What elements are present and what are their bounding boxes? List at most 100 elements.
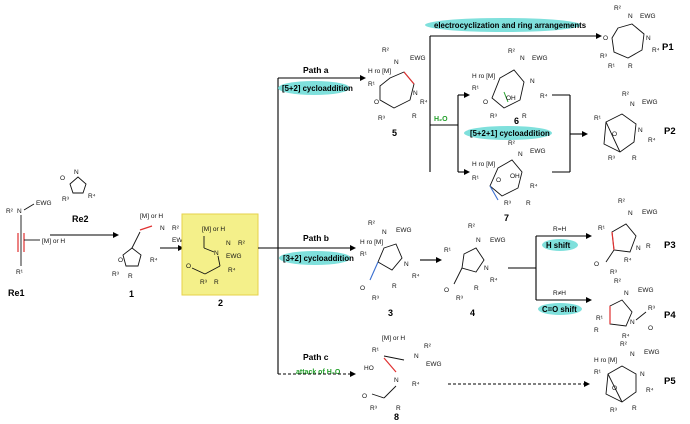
- path-b: Path b [3+2] cycloaddition: [278, 233, 356, 265]
- p4-r3: R³: [648, 305, 656, 312]
- c4-r1: R¹: [444, 247, 452, 254]
- p4-r4: R⁴: [622, 333, 630, 340]
- p1-n: N: [628, 13, 633, 20]
- c4-label: 4: [470, 308, 475, 318]
- reactant-re1: R² N EWG [M] or H R¹ Re1: [6, 200, 65, 298]
- c1-r3: R³: [112, 271, 120, 278]
- p5-ewg: EWG: [644, 349, 660, 356]
- c3-hrom: H ro [M]: [360, 239, 383, 246]
- c8-n2: N: [394, 377, 399, 384]
- p1-n2: N: [646, 35, 651, 42]
- p5-r2: R²: [620, 341, 628, 348]
- p1-r: R: [628, 63, 633, 70]
- p2-r1: R¹: [594, 115, 602, 122]
- p3-r1: R¹: [598, 225, 606, 232]
- p1-r1: R¹: [608, 63, 616, 70]
- c8-r4: R⁴: [412, 381, 420, 388]
- c3-r1: R¹: [360, 251, 368, 258]
- p1-r3: R³: [600, 53, 608, 60]
- c6-label: 6: [514, 116, 519, 126]
- electro-pill-bg: [425, 18, 581, 32]
- re1-ewg: EWG: [36, 200, 52, 207]
- p3-n2: N: [636, 245, 641, 252]
- c1-label: 1: [129, 289, 134, 299]
- c4-n: N: [476, 237, 481, 244]
- re2-o: O: [60, 175, 65, 182]
- c6-hrom: H ro [M]: [472, 73, 495, 80]
- c7-hrom: H ro [M]: [472, 161, 495, 168]
- c7-oh: OH: [510, 173, 520, 180]
- p4-label: P4: [664, 310, 676, 321]
- c7-n: N: [518, 151, 523, 158]
- c2-n2: N: [214, 250, 219, 257]
- c8-r2: R²: [424, 343, 432, 350]
- co-shift-pill: C=O shift: [542, 305, 577, 314]
- re1-r2: R²: [6, 208, 14, 215]
- c1-r: R: [128, 273, 133, 280]
- c2-o: O: [186, 263, 191, 270]
- c7-label: 7: [504, 213, 509, 223]
- p2-label: P2: [664, 126, 676, 137]
- path-a: Path a [5+2] cycloaddition: [278, 65, 366, 95]
- c5-r3: R³: [378, 115, 386, 122]
- path-c-green: attack of H₂O: [296, 369, 341, 376]
- p3-n: N: [628, 210, 633, 217]
- re1-label: Re1: [8, 288, 25, 298]
- p4-r1: R¹: [596, 315, 604, 322]
- path-c-label: Path c: [303, 352, 329, 362]
- c2-r: R: [214, 279, 219, 286]
- p1-r2: R²: [614, 5, 622, 12]
- p1-r4: R⁴: [652, 47, 660, 54]
- p3-r: R: [646, 243, 651, 250]
- c4-r3: R³: [456, 295, 464, 302]
- c8-r1: R¹: [372, 347, 380, 354]
- c7-r4: R⁴: [530, 183, 538, 190]
- c2-r3: R³: [200, 279, 208, 286]
- h-shift-pill-bg: [542, 239, 578, 251]
- c1-n: N: [160, 225, 165, 232]
- c6-r4: R⁴: [540, 93, 548, 100]
- c6-o: O: [483, 99, 488, 106]
- c3-label: 3: [388, 308, 393, 318]
- p3-label: P3: [664, 240, 676, 251]
- product-p2: R² N EWG R¹ O N R⁴ R³ R P2: [594, 91, 676, 162]
- p5-label: P5: [664, 376, 676, 387]
- c8-label: 8: [394, 412, 399, 422]
- p5-n2: N: [640, 371, 645, 378]
- c6-ewg: EWG: [532, 55, 548, 62]
- p3-r4: R⁴: [624, 257, 632, 264]
- re1-metal: [M] or H: [42, 238, 65, 245]
- reactant-re2: O N R³ R⁴ Re2: [60, 169, 96, 224]
- p5-r3: R³: [610, 407, 618, 414]
- c4-o: O: [444, 287, 449, 294]
- re1-n: N: [17, 208, 22, 215]
- p3-r3: R³: [610, 269, 618, 276]
- cyclo521-pill: [5+2+1] cycloaddition: [470, 129, 550, 138]
- p5-hm: H ro [M]: [594, 357, 617, 364]
- h-shift-pill: H shift: [546, 241, 571, 250]
- product-p3: R² N EWG N R R¹ R⁴ O R³ P3: [594, 198, 676, 276]
- p4-r: R: [594, 327, 599, 334]
- c8-ho: HO: [364, 365, 374, 372]
- p2-ewg: EWG: [642, 99, 658, 106]
- product-p5: R² N EWG H ro [M] R¹ O N R⁴ R³ R P5: [594, 341, 676, 414]
- c6-r: R: [522, 113, 527, 120]
- compound-6: R² N EWG H ro [M] R¹ N O OH R⁴ R³ R 6: [472, 48, 548, 126]
- p5-o: O: [612, 385, 617, 392]
- c6-r3: R³: [490, 113, 498, 120]
- path-a-pill-bg: [278, 81, 350, 95]
- c4-r: R: [474, 285, 479, 292]
- c5-r: R: [412, 113, 417, 120]
- p5-r: R: [632, 405, 637, 412]
- c7-r3: R³: [504, 200, 512, 207]
- re2-n: N: [74, 169, 79, 176]
- product-p1: R² N EWG O N R⁴ R³ R¹ R P1: [600, 5, 674, 70]
- compound-7: R² N EWG H ro [M] R¹ O OH R⁴ R³ R 7: [472, 140, 546, 223]
- c7-r1: R¹: [472, 175, 480, 182]
- c4-ewg: EWG: [490, 237, 506, 244]
- compound-8: [M] or H R² N EWG R¹ HO N O R³ R⁴ R 8: [362, 335, 442, 422]
- c8-o: O: [362, 393, 367, 400]
- p4-n: N: [624, 290, 629, 297]
- compound-2: [M] or H N R² EWG N O R³ R⁴ R 2: [181, 213, 259, 308]
